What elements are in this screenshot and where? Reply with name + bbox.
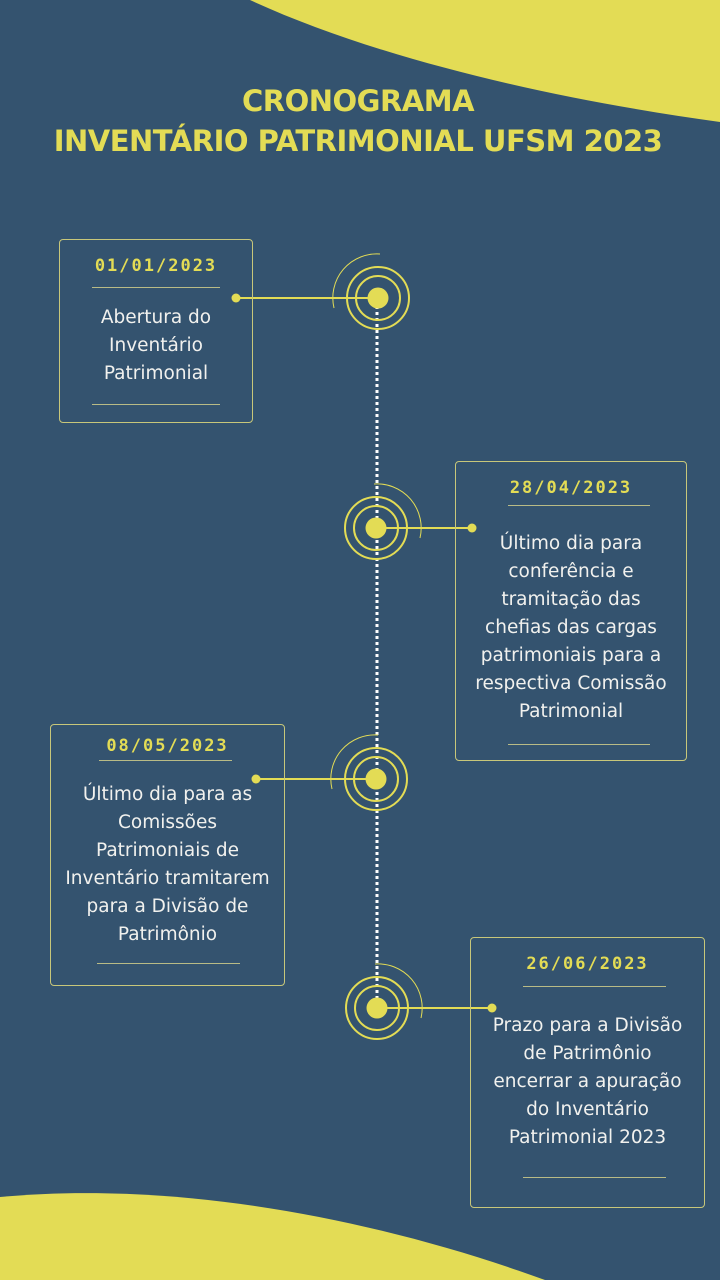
timeline-node-dot — [365, 517, 387, 539]
event-description: Prazo para a Divisão de Patrimônio encerra… — [475, 1012, 700, 1152]
title-line-2: INVENTÁRIO PATRIMONIAL UFSM 2023 — [53, 124, 663, 158]
arc-accent — [373, 483, 422, 539]
arc-accent — [330, 734, 379, 790]
description-line: Patrimonial — [103, 363, 209, 384]
top-wave-decoration — [250, 0, 720, 122]
connector-endpoint — [251, 774, 261, 784]
description-line: Abertura do — [100, 307, 212, 328]
description-line: Patrimonial — [518, 701, 624, 722]
description-line: Comissões — [117, 812, 217, 833]
description-line: patrimoniais para a — [480, 645, 662, 666]
description-line: Inventário tramitarem — [65, 868, 270, 889]
description-line: Patrimonial 2023 — [508, 1127, 667, 1148]
event-date: 08/05/2023 — [106, 736, 229, 756]
connector-endpoint — [487, 1003, 497, 1013]
arc-accent — [374, 963, 423, 1019]
title-line-1: CRONOGRAMA — [241, 84, 475, 118]
inner-ring — [353, 756, 399, 802]
event-card-2: 28/04/2023 Último dia para conferência e t… — [455, 461, 687, 761]
description-line: de Patrimônio — [523, 1043, 652, 1064]
outer-ring — [344, 747, 408, 811]
timeline-node-dot — [366, 997, 388, 1019]
inner-ring — [354, 985, 400, 1031]
event-date: 01/01/2023 — [94, 256, 218, 276]
event-date: 28/04/2023 — [509, 478, 633, 498]
divider — [92, 287, 220, 288]
event-date: 26/06/2023 — [526, 954, 649, 974]
divider — [508, 744, 650, 745]
divider — [508, 505, 650, 506]
description-line: encerrar a apuração — [493, 1071, 682, 1092]
arc-accent — [332, 253, 381, 309]
description-line: do Inventário — [526, 1099, 649, 1120]
timeline-node-dot — [365, 768, 387, 790]
event-description: Último dia para conferência e tramitação d… — [460, 530, 682, 726]
description-line: Último dia para — [499, 533, 643, 554]
description-line: Último dia para as — [82, 784, 253, 805]
description-line: Inventário — [109, 335, 203, 356]
connector-endpoint — [231, 293, 241, 303]
description-line: Patrimoniais de — [96, 840, 239, 861]
inner-ring — [353, 505, 399, 551]
description-line: Patrimônio — [117, 924, 218, 945]
description-line: respectiva Comissão — [475, 673, 667, 694]
divider — [523, 1177, 666, 1178]
event-card-4: 26/06/2023 Prazo para a Divisão de Patrim… — [470, 937, 705, 1208]
bottom-wave-decoration — [0, 1193, 545, 1280]
outer-ring — [345, 976, 409, 1040]
divider — [99, 760, 232, 761]
outer-ring — [346, 266, 410, 330]
divider — [97, 963, 240, 964]
description-line: chefias das cargas — [485, 617, 657, 638]
inner-ring — [355, 275, 401, 321]
divider — [92, 404, 220, 405]
divider — [523, 986, 666, 987]
description-line: conferência e — [508, 561, 634, 582]
outer-ring — [344, 496, 408, 560]
description-line: Prazo para a Divisão — [492, 1015, 683, 1036]
timeline-node-dot — [367, 287, 389, 309]
connector-endpoint — [467, 523, 477, 533]
description-line: tramitação das — [501, 589, 641, 610]
description-line: para a Divisão de — [86, 896, 249, 917]
